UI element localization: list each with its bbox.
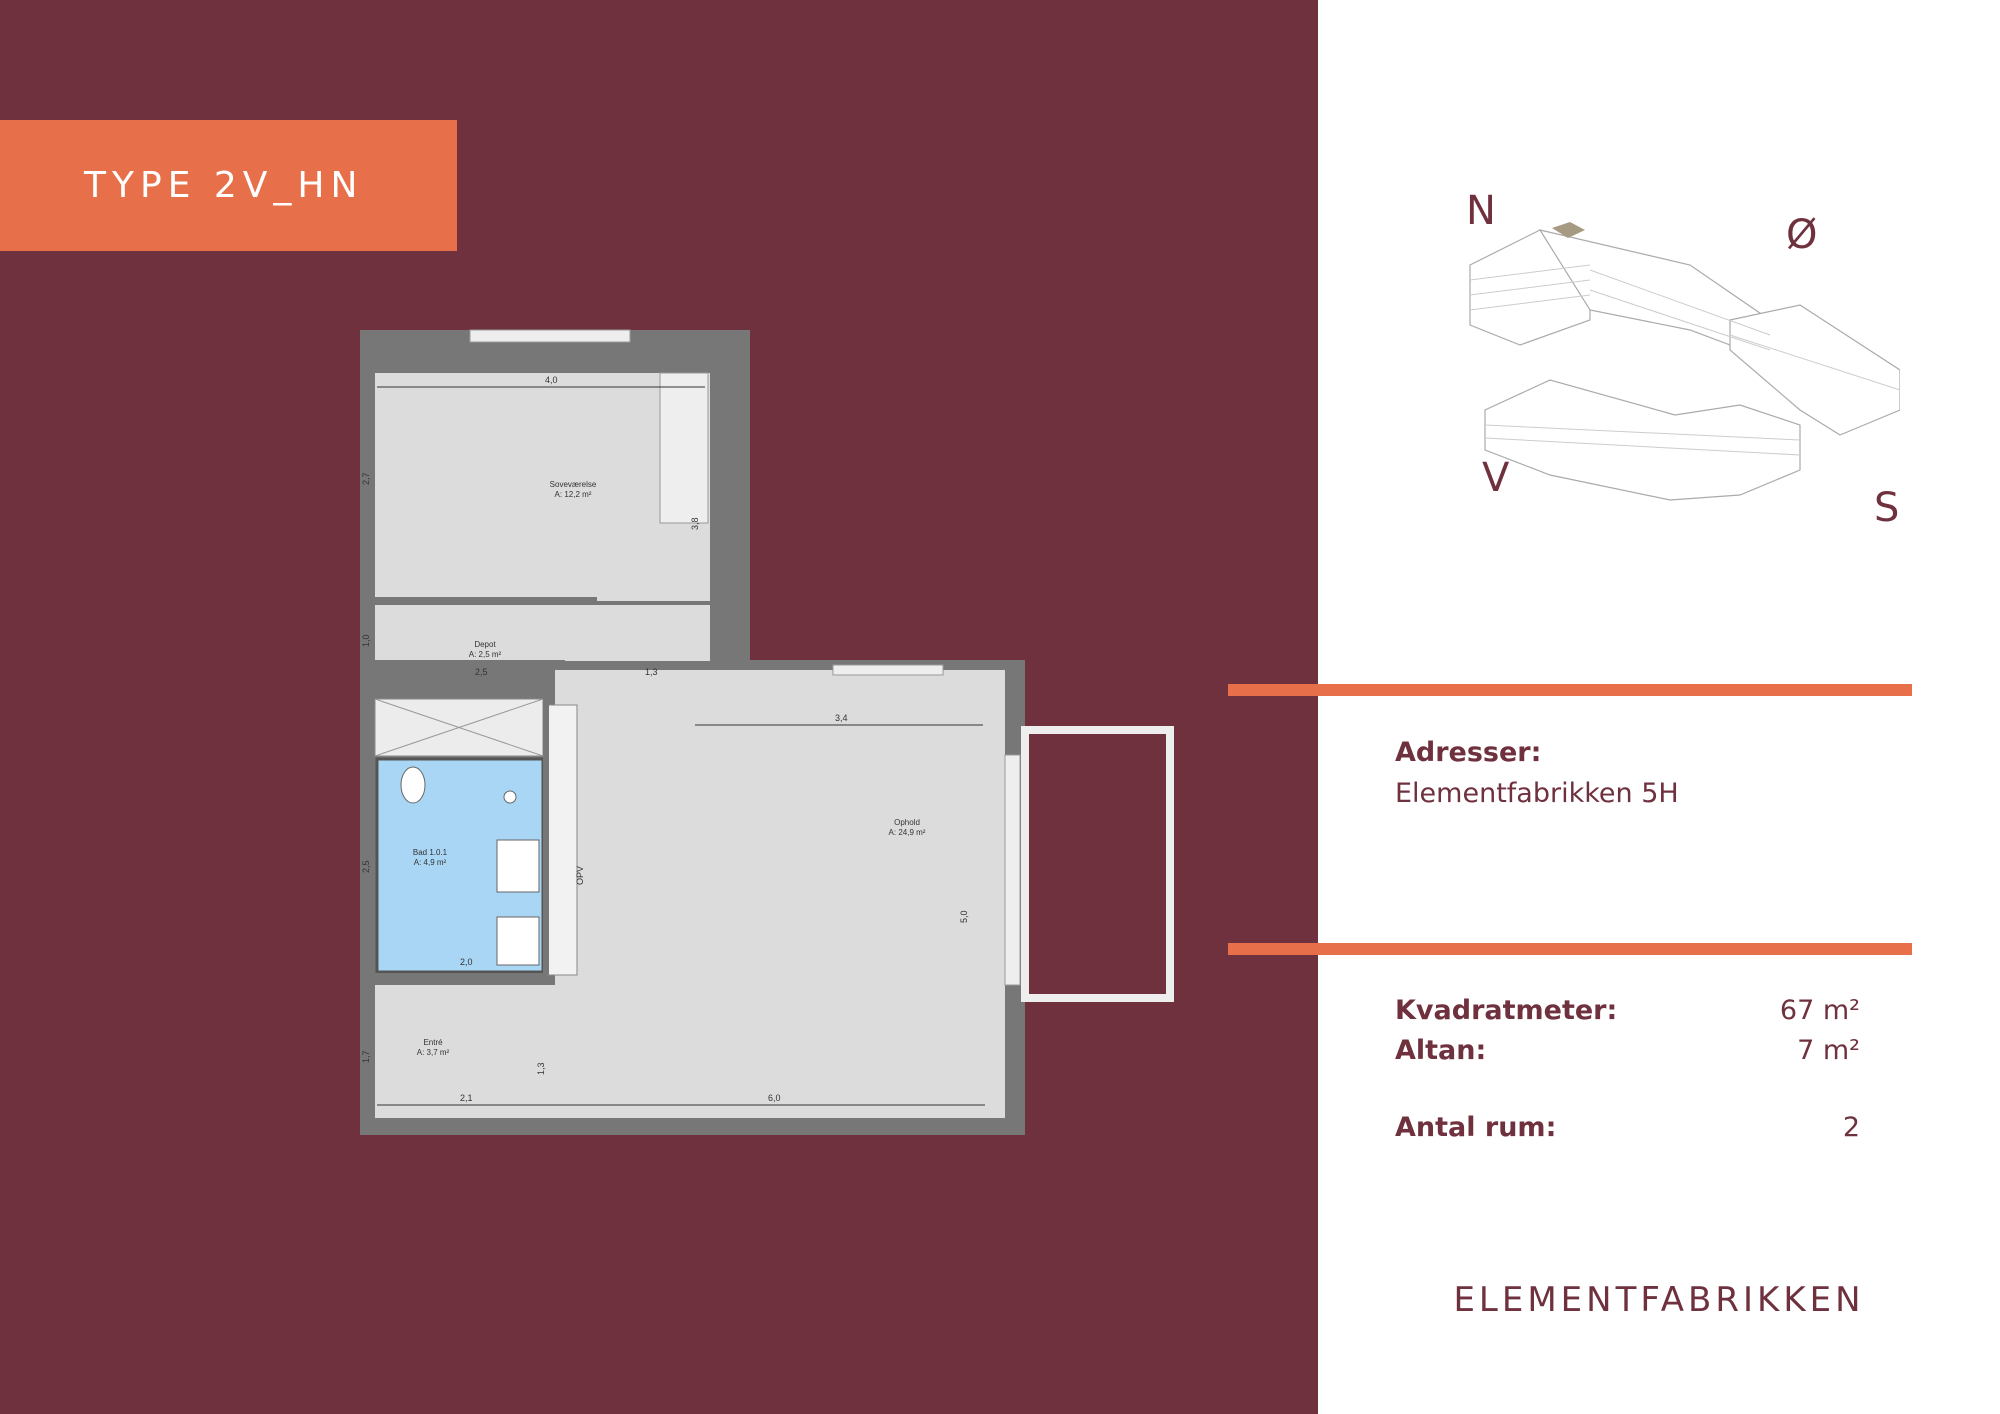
- depot-floor: [375, 605, 710, 661]
- svg-text:1,3: 1,3: [645, 667, 658, 677]
- svg-text:4,0: 4,0: [545, 375, 558, 385]
- svg-text:Bad 1.0.1: Bad 1.0.1: [413, 848, 448, 857]
- svg-text:6,0: 6,0: [768, 1093, 781, 1103]
- svg-text:3,4: 3,4: [835, 713, 848, 723]
- fact-value-balcony: 7 m²: [1797, 1035, 1860, 1066]
- compass-v: V: [1482, 455, 1510, 501]
- svg-text:A: 3,7 m²: A: 3,7 m²: [417, 1048, 450, 1057]
- svg-text:Depot: Depot: [474, 640, 496, 649]
- building-isometric: [1469, 222, 1900, 501]
- bedroom-floor: [375, 373, 710, 601]
- fact-label-balcony: Altan:: [1395, 1035, 1487, 1066]
- svg-text:A: 12,2 m²: A: 12,2 m²: [555, 490, 592, 499]
- window-north: [469, 329, 631, 343]
- washer-icon: [496, 839, 540, 893]
- divider-middle: [1228, 943, 1912, 955]
- svg-text:Soveværelse: Soveværelse: [550, 480, 597, 489]
- divider-top: [1228, 684, 1912, 696]
- svg-text:1,7: 1,7: [361, 1050, 371, 1063]
- svg-text:5,0: 5,0: [959, 910, 969, 923]
- svg-text:3,8: 3,8: [690, 517, 700, 530]
- unit-highlight: [1552, 222, 1585, 238]
- svg-text:1,3: 1,3: [536, 1062, 546, 1075]
- type-banner: TYPE 2V_HN: [0, 120, 457, 251]
- fact-label-rooms: Antal rum:: [1395, 1112, 1557, 1143]
- address-label: Adresser:: [1395, 737, 1542, 768]
- compass-o: Ø: [1786, 212, 1818, 258]
- address-value: Elementfabrikken 5H: [1395, 778, 1679, 809]
- toilet-icon: [400, 766, 426, 804]
- fact-value-area: 67 m²: [1779, 995, 1860, 1026]
- window-living: [832, 664, 944, 676]
- kitchen-counter: [546, 704, 578, 976]
- svg-text:A: 4,9 m²: A: 4,9 m²: [414, 858, 447, 867]
- fact-label-area: Kvadratmeter:: [1395, 995, 1618, 1026]
- balcony: [1021, 726, 1174, 1002]
- kitchen-label: OPV: [575, 866, 585, 885]
- compass-n: N: [1466, 188, 1496, 234]
- living-floor: [555, 670, 1005, 1118]
- svg-text:Ophold: Ophold: [894, 818, 920, 827]
- svg-text:1,0: 1,0: [361, 634, 371, 647]
- compass-s: S: [1874, 485, 1900, 531]
- svg-text:A: 24,9 m²: A: 24,9 m²: [889, 828, 926, 837]
- entry-floor: [375, 985, 565, 1118]
- floor-plan: OPV 4,0 2,7 3,8 1,0 2,5 1,3 3,4 2,5 2,0 …: [360, 329, 1174, 1135]
- svg-text:A: 2,5 m²: A: 2,5 m²: [469, 650, 502, 659]
- svg-text:2,0: 2,0: [460, 957, 473, 967]
- window-east: [1004, 754, 1021, 986]
- svg-text:2,5: 2,5: [475, 667, 488, 677]
- wardrobe: [659, 372, 709, 524]
- sink-icon: [496, 916, 540, 966]
- svg-text:2,1: 2,1: [460, 1093, 473, 1103]
- right-panel: [1318, 0, 2000, 1414]
- svg-text:2,5: 2,5: [361, 860, 371, 873]
- fact-value-rooms: 2: [1842, 1112, 1860, 1143]
- type-label: TYPE 2V_HN: [84, 165, 364, 206]
- brand-logo: ELEMENTFABRIKKEN: [1453, 1280, 1865, 1320]
- svg-text:2,7: 2,7: [361, 472, 371, 485]
- svg-text:Entré: Entré: [423, 1038, 443, 1047]
